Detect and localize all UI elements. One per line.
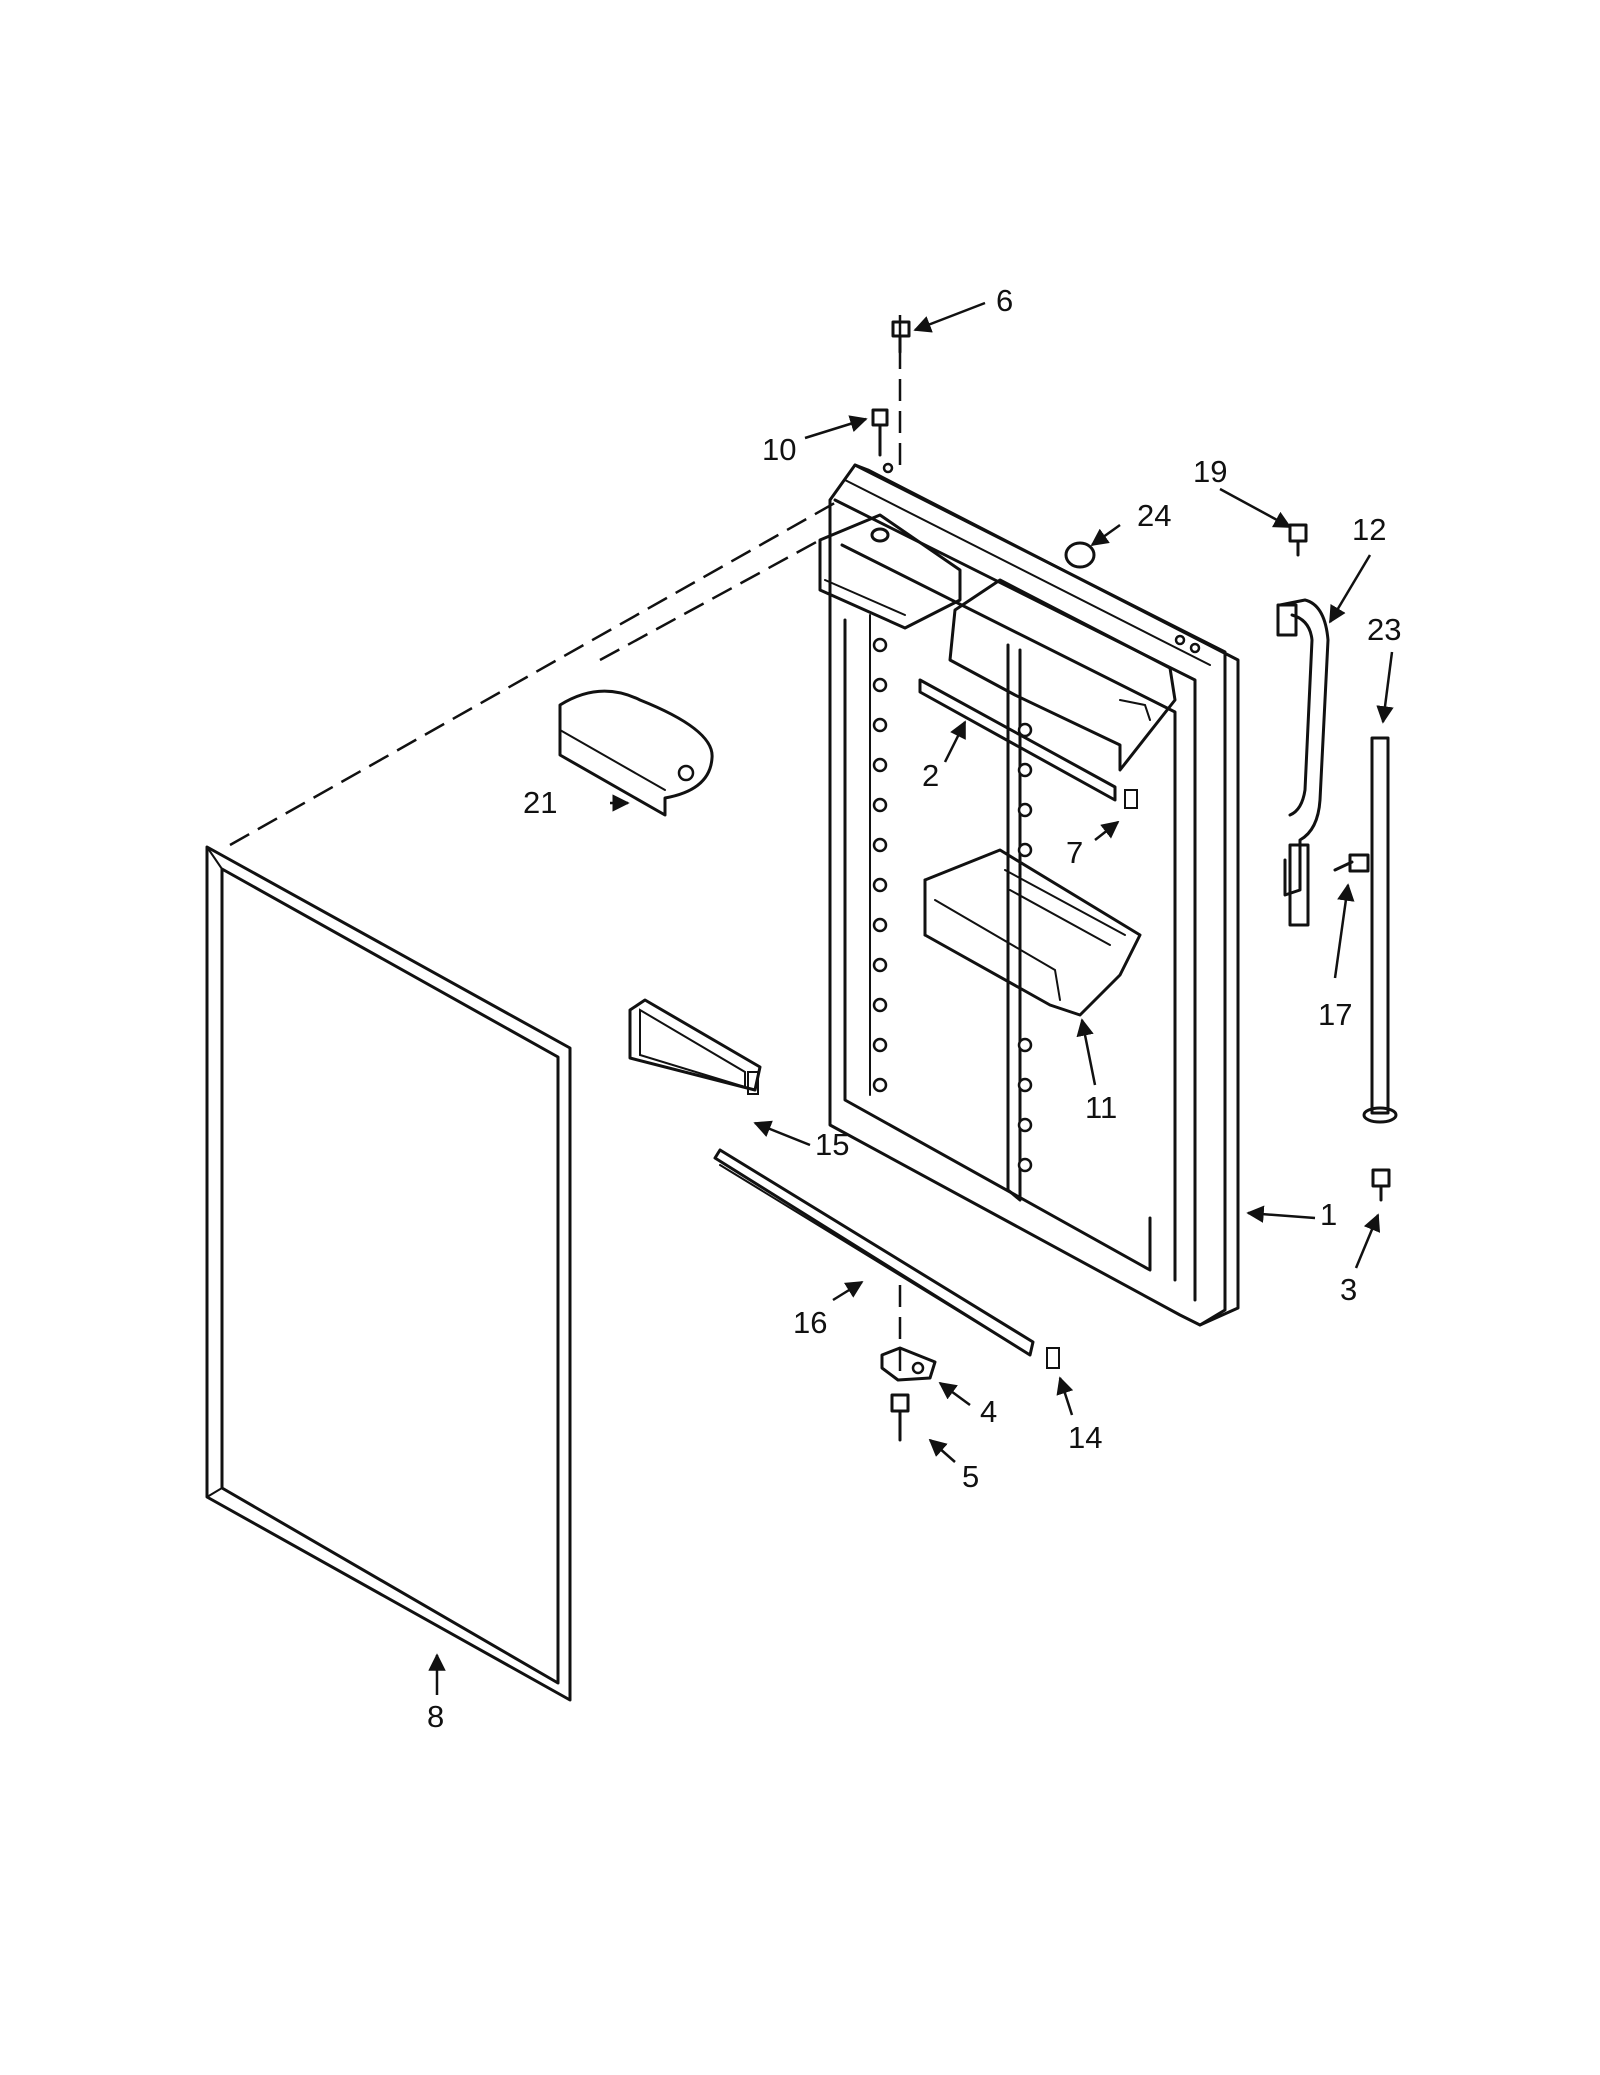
callout-2: 2 — [922, 758, 939, 793]
callout-16: 19 — [1193, 454, 1227, 489]
callout-6: 6 — [996, 283, 1013, 318]
callout-15: 15 — [815, 1127, 849, 1162]
leader-lines — [428, 301, 1394, 1695]
dairy-bin — [558, 689, 714, 817]
callout-3: 3 — [1340, 1272, 1357, 1307]
hinge-bracket — [880, 1346, 937, 1382]
door-handle — [1276, 598, 1330, 927]
hinge-cap — [1064, 541, 1096, 569]
callout-1: 1 — [1320, 1197, 1337, 1232]
door-gasket — [205, 845, 572, 1702]
door-rack-panel — [628, 998, 762, 1095]
callout-12: 12 — [1352, 512, 1386, 547]
callout-5: 5 — [962, 1459, 979, 1494]
callout-23: 21 — [523, 785, 557, 820]
callout-17: 17 — [1318, 997, 1352, 1032]
top-screw — [891, 320, 911, 354]
callout-21: 16 — [793, 1305, 827, 1340]
hinge-screw — [890, 1393, 910, 1442]
callout-7: 7 — [1066, 835, 1083, 870]
bottom-trim — [713, 1148, 1060, 1369]
callout-10: 10 — [762, 432, 796, 467]
callout-8: 8 — [427, 1699, 444, 1734]
handle-screw-side — [1333, 853, 1370, 873]
handle-trim-rod — [1362, 736, 1398, 1124]
callout-14: 14 — [1068, 1420, 1102, 1455]
rod-screw — [1371, 1168, 1391, 1202]
handle-screw-top — [1288, 523, 1308, 557]
door-bin — [923, 848, 1142, 1017]
callout-labels: 6 10 19 24 12 23 2 21 7 17 11 15 1 3 16 … — [427, 283, 1401, 1734]
door-liner — [818, 462, 1240, 1327]
top-plug — [871, 408, 889, 457]
shelf-holes-right — [1017, 722, 1033, 1173]
assembly-guide-lines — [229, 315, 902, 1375]
callout-11: 11 — [1085, 1090, 1117, 1125]
shelf-bar — [918, 678, 1138, 809]
callout-4: 4 — [980, 1394, 997, 1429]
shelf-holes-left — [872, 637, 888, 1093]
callout-19: 23 — [1367, 612, 1401, 647]
callout-24: 24 — [1137, 498, 1171, 533]
